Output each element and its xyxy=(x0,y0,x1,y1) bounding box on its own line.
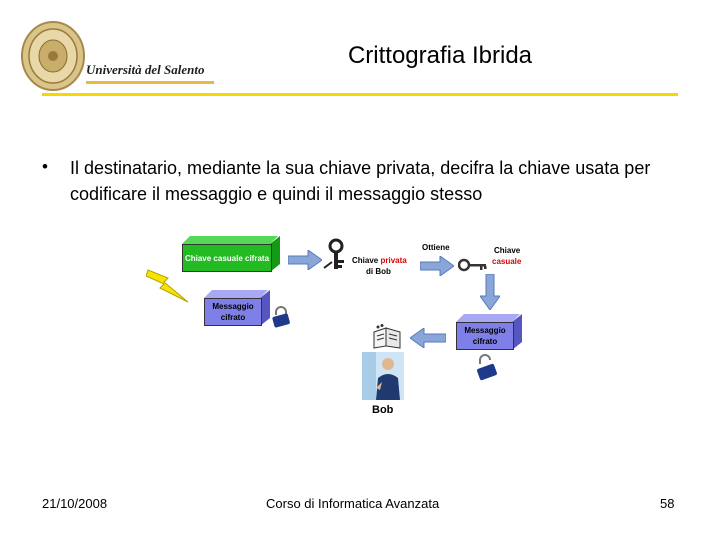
footer-page-number: 58 xyxy=(660,496,675,511)
random-key-label-line1: Chiave xyxy=(494,246,521,255)
box-top-face xyxy=(204,290,268,298)
box-top-face xyxy=(182,236,278,244)
obtains-label: Ottiene xyxy=(422,243,450,252)
encrypted-message-label-left: Messaggio cifrato xyxy=(204,298,262,326)
lightning-icon xyxy=(146,269,189,303)
encrypted-message-box-left: Messaggio cifrato xyxy=(204,290,270,330)
bullet-text: Il destinatario, mediante la sua chiave … xyxy=(70,158,651,204)
university-seal-logo xyxy=(21,21,85,91)
title-divider xyxy=(42,93,678,96)
box-top-face xyxy=(456,314,520,322)
footer-course-name: Corso di Informatica Avanzata xyxy=(266,496,440,511)
random-key-icon xyxy=(458,258,487,272)
encrypted-message-label-right: Messaggio cifrato xyxy=(456,322,514,350)
footer-date: 21/10/2008 xyxy=(42,496,108,511)
bullet-marker: • xyxy=(42,157,48,176)
box-side-face xyxy=(512,314,522,350)
university-name-underline xyxy=(86,81,214,84)
private-key-label-line2: di Bob xyxy=(366,267,391,276)
box-side-face xyxy=(270,236,280,272)
bob-label: Bob xyxy=(372,404,394,416)
arrow-right-icon xyxy=(420,256,454,276)
encrypted-key-label: Chiave casuale cifrata xyxy=(182,244,272,272)
box-side-face xyxy=(260,290,270,326)
slide-title: Crittografia Ibrida xyxy=(347,42,533,69)
private-key-word-privata: privata xyxy=(380,256,407,265)
arrow-down-icon xyxy=(480,274,500,310)
random-key-label-line2: casuale xyxy=(492,257,522,266)
arrow-left-icon xyxy=(410,328,446,348)
bob-picture xyxy=(362,352,404,400)
open-message-icon xyxy=(373,324,401,349)
encrypted-key-box: Chiave casuale cifrata xyxy=(182,236,280,276)
private-key-icon xyxy=(323,238,344,269)
private-key-word-chiave: Chiave xyxy=(352,256,381,265)
padlock-icon xyxy=(272,306,290,328)
arrow-right-icon xyxy=(288,250,322,270)
open-padlock-icon xyxy=(477,354,497,381)
encrypted-message-box-right: Messaggio cifrato xyxy=(456,314,522,354)
private-key-label-line1: Chiave privata xyxy=(352,256,407,266)
university-name: Università del Salento xyxy=(86,62,205,77)
